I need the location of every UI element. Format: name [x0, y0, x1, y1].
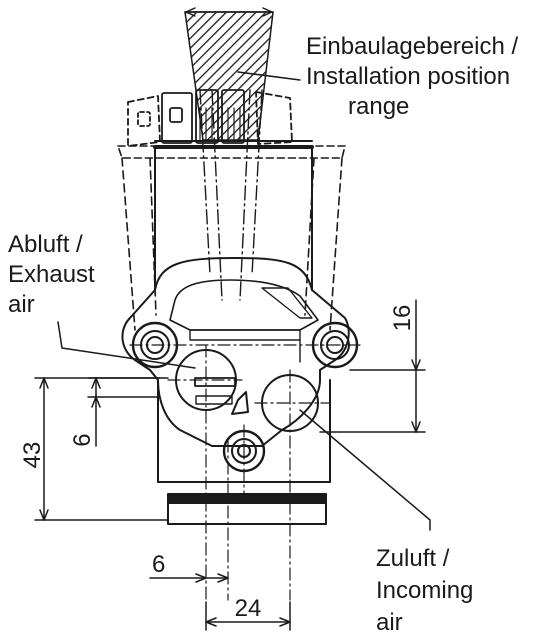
dim-label-24: 24	[235, 595, 262, 622]
exhaust-label-line-3: air	[8, 291, 35, 318]
coil-body	[154, 146, 313, 291]
incoming-label: Zuluft / Incoming air	[376, 545, 473, 636]
dim-label-16: 16	[389, 305, 416, 332]
valve-housing	[121, 257, 350, 447]
coil-flange	[117, 140, 346, 159]
center-lines	[129, 344, 361, 601]
dim-label-43: 43	[19, 442, 46, 469]
incoming-label-line-3: air	[376, 609, 403, 636]
exhaust-label-line-2: Exhaust	[8, 261, 95, 288]
installation-label-line-3: range	[348, 93, 409, 120]
exhaust-label: Abluft / Exhaust air	[8, 231, 95, 318]
dim-label-6-horizontal: 6	[152, 551, 165, 578]
installation-dashdot-lines	[199, 89, 263, 301]
installation-label: Einbaulagebereich / Installation positio…	[306, 33, 518, 120]
exhaust-label-line-1: Abluft /	[8, 231, 83, 258]
incoming-label-line-2: Incoming	[376, 577, 473, 604]
installation-label-line-1: Einbaulagebereich /	[306, 33, 518, 60]
dimension-labels: 43 6 16 6 24	[19, 305, 416, 622]
leader-lines	[57, 71, 431, 531]
triangle-marker	[231, 391, 249, 415]
dimension-lines	[34, 299, 426, 631]
dim-label-6-vertical: 6	[69, 433, 96, 446]
connector-plug	[127, 89, 293, 147]
incoming-label-line-1: Zuluft /	[376, 545, 450, 572]
installation-label-line-2: Installation position	[306, 63, 510, 90]
